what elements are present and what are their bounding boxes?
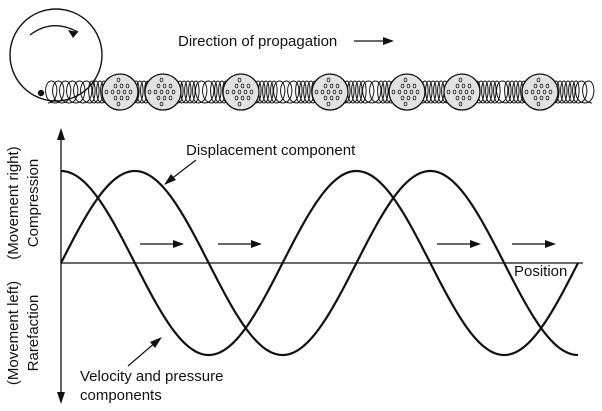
propagation-arrows	[140, 240, 556, 248]
spring-ball	[311, 73, 349, 111]
propagation-arrow-icon	[218, 240, 262, 248]
propagation-arrow-icon	[140, 240, 184, 248]
spring-ball	[388, 73, 426, 111]
velocity-label-line2: components	[80, 387, 162, 404]
rotation-arrow-icon	[68, 30, 78, 38]
propagation-arrow-icon	[437, 240, 481, 248]
crank-wheel	[9, 8, 103, 102]
spring-ball	[144, 73, 182, 111]
y-axis-down-arrow-icon	[57, 392, 65, 404]
spring-ball	[101, 73, 139, 111]
displacement-callout-arrow-icon	[164, 159, 197, 185]
y-label-movement-left: (Movement left)	[5, 281, 22, 385]
axes	[57, 128, 583, 404]
y-label-movement-right: (Movement right)	[5, 146, 22, 259]
y-label-rarefaction: Rarefaction	[25, 295, 42, 372]
velocity-label-line1: Velocity and pressure	[80, 368, 223, 385]
spring-ball	[222, 73, 260, 111]
y-label-compression: Compression	[25, 159, 42, 247]
spring-ball	[443, 73, 481, 111]
velocity-callout-arrow-icon	[127, 337, 162, 367]
propagation-arrow-icon	[512, 240, 556, 248]
crank-pin	[37, 89, 45, 97]
displacement-wave	[60, 169, 579, 357]
spring-ball	[521, 73, 559, 111]
y-axis-up-arrow-icon	[57, 128, 65, 140]
position-label: Position	[514, 263, 567, 280]
direction-label: Direction of propagation	[178, 33, 337, 50]
velocity-pressure-wave	[60, 169, 579, 357]
spring-balls	[101, 73, 559, 111]
displacement-label: Displacement component	[186, 142, 356, 159]
direction-arrow-icon	[354, 37, 394, 45]
